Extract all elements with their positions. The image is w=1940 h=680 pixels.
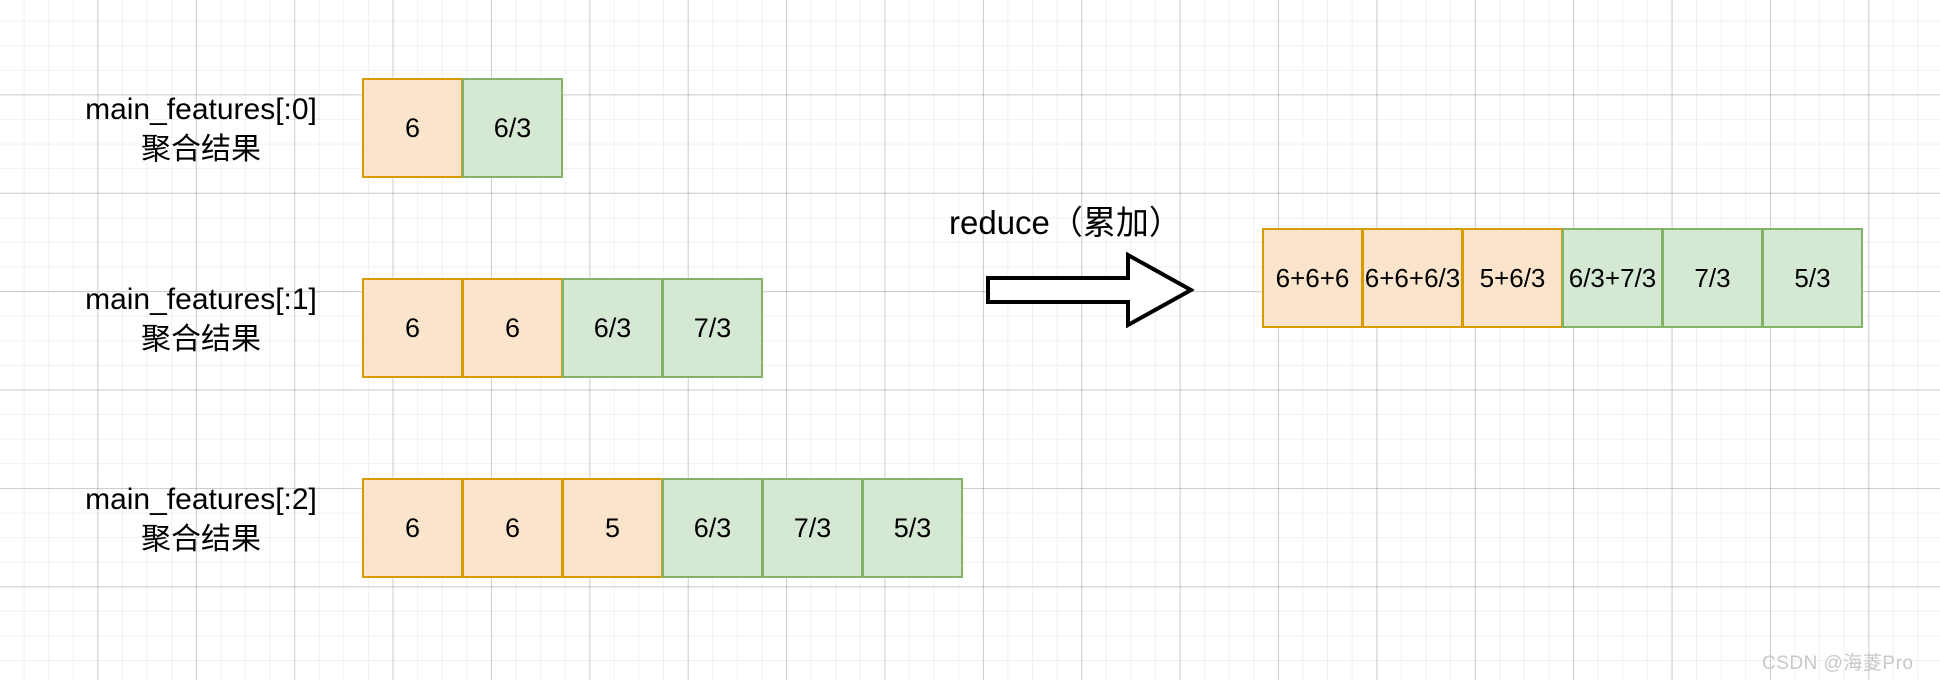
row-label-0-line1: main_features[:0]	[85, 93, 317, 126]
array-cell[interactable]: 6/3	[462, 78, 563, 178]
result-cell[interactable]: 7/3	[1662, 228, 1763, 328]
cell-value: 7/3	[693, 312, 732, 343]
array-cell[interactable]: 6	[462, 478, 563, 578]
cell-value: 5	[604, 512, 621, 543]
row-label-1-line2: 聚合结果	[141, 322, 261, 356]
csdn-watermark: CSDN @海菱Pro	[1762, 653, 1914, 674]
array-row-2: 6 6 5 6/3 7/3 5/3	[362, 478, 963, 578]
cell-value: 7/3	[793, 512, 832, 543]
cell-value: 6/3	[693, 512, 732, 543]
array-cell[interactable]: 7/3	[762, 478, 863, 578]
array-cell[interactable]: 6	[362, 278, 463, 378]
cell-value: 6/3+7/3	[1568, 262, 1657, 293]
cell-value: 6	[404, 312, 421, 343]
result-cell[interactable]: 6+6+6/3	[1362, 228, 1463, 328]
row-label-1-line1: main_features[:1]	[85, 283, 317, 316]
cell-value: 5/3	[1794, 262, 1831, 293]
cell-value: 7/3	[1694, 262, 1731, 293]
row-label-0-line2: 聚合结果	[141, 132, 261, 166]
result-cell[interactable]: 6+6+6	[1262, 228, 1363, 328]
array-cell[interactable]: 7/3	[662, 278, 763, 378]
cell-value: 5+6/3	[1479, 262, 1546, 293]
array-cell[interactable]: 6	[462, 278, 563, 378]
right-block-arrow-icon	[986, 251, 1196, 329]
array-cell[interactable]: 5	[562, 478, 663, 578]
result-cell[interactable]: 5/3	[1762, 228, 1863, 328]
result-cell[interactable]: 5+6/3	[1462, 228, 1563, 328]
result-array-row: 6+6+6 6+6+6/3 5+6/3 6/3+7/3 7/3 5/3	[1262, 228, 1863, 328]
row-label-2-line1: main_features[:2]	[85, 483, 317, 516]
array-row-0: 6 6/3	[362, 78, 563, 178]
cell-value: 6	[504, 312, 521, 343]
array-cell[interactable]: 6/3	[562, 278, 663, 378]
cell-value: 6+6+6	[1275, 262, 1350, 293]
cell-value: 6+6+6/3	[1364, 262, 1461, 293]
row-label-2: main_features[:2] 聚合结果	[62, 480, 340, 559]
result-cell[interactable]: 6/3+7/3	[1562, 228, 1663, 328]
row-label-0: main_features[:0] 聚合结果	[62, 90, 340, 169]
row-label-2-line2: 聚合结果	[141, 522, 261, 556]
cell-value: 6	[404, 512, 421, 543]
cell-value: 6	[504, 512, 521, 543]
array-cell[interactable]: 6	[362, 78, 463, 178]
cell-value: 6/3	[593, 312, 632, 343]
array-row-1: 6 6 6/3 7/3	[362, 278, 763, 378]
array-cell[interactable]: 5/3	[862, 478, 963, 578]
array-cell[interactable]: 6	[362, 478, 463, 578]
row-label-1: main_features[:1] 聚合结果	[62, 280, 340, 359]
reduce-label: reduce（累加）	[949, 204, 1182, 241]
cell-value: 6/3	[493, 112, 532, 143]
cell-value: 6	[404, 112, 421, 143]
cell-value: 5/3	[893, 512, 932, 543]
array-cell[interactable]: 6/3	[662, 478, 763, 578]
